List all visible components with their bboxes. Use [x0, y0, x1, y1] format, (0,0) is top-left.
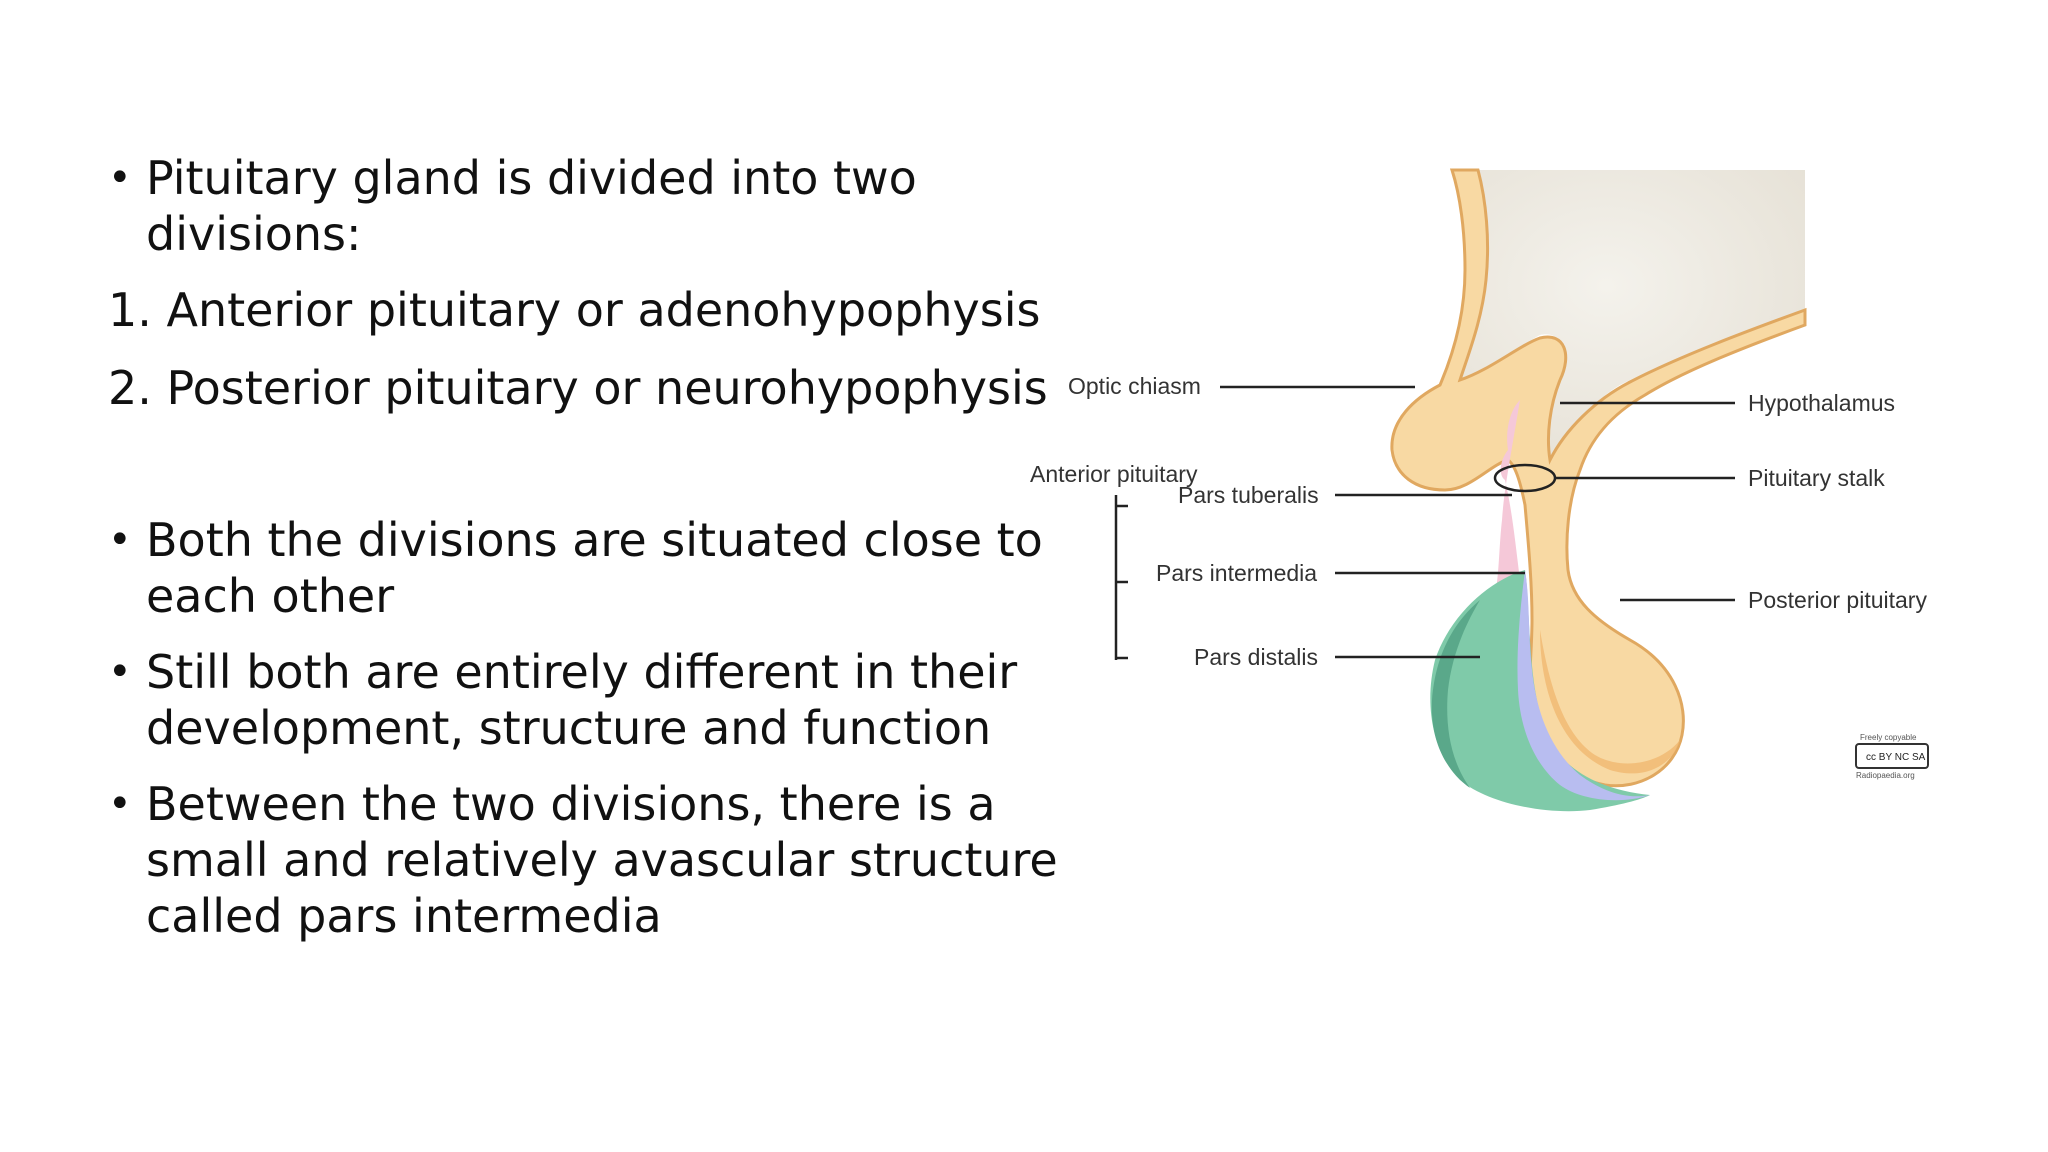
- pars-intermedia-region: [1517, 570, 1650, 801]
- anterior-pituitary-bracket: [1114, 495, 1128, 660]
- pars-distalis-region: [1430, 570, 1650, 812]
- bullet-item-divisions: • Pituitary gland is divided into two di…: [108, 150, 1068, 262]
- numbered-text: 1. Anterior pituitary or adenohypophysis: [108, 283, 1041, 337]
- text-column: • Pituitary gland is divided into two di…: [108, 150, 1068, 944]
- label-posterior-pituitary: Posterior pituitary: [1748, 587, 1927, 613]
- license-badge: Freely copyable cc BY NC SA Radiopaedia.…: [1855, 733, 1929, 780]
- bullet-dot: •: [108, 517, 132, 563]
- bullet-item-intermedia: • Between the two divisions, there is a …: [108, 776, 1068, 944]
- license-badge-text: cc BY NC SA: [1866, 752, 1926, 763]
- numbered-item-posterior: 2. Posterior pituitary or neurohypophysi…: [108, 360, 1068, 416]
- label-hypothalamus: Hypothalamus: [1748, 390, 1895, 416]
- bullet-dot: •: [108, 649, 132, 695]
- label-optic-chiasm: Optic chiasm: [1068, 373, 1201, 399]
- pars-tuberalis-region: [1490, 400, 1520, 615]
- pituitary-diagram-svg: Optic chiasm Hypothalamus Anterior pitui…: [1030, 168, 1929, 812]
- label-pars-intermedia: Pars intermedia: [1156, 560, 1317, 586]
- license-badge-top: Freely copyable: [1860, 733, 1917, 742]
- label-pars-tuberalis: Pars tuberalis: [1178, 482, 1319, 508]
- license-badge-box: [1855, 743, 1929, 769]
- label-pars-distalis: Pars distalis: [1194, 644, 1318, 670]
- bullet-text: Between the two divisions, there is a sm…: [146, 777, 1058, 943]
- bullet-text: Still both are entirely different in the…: [146, 645, 1018, 755]
- bullet-text: Pituitary gland is divided into two divi…: [146, 151, 917, 261]
- bullet-item-close: • Both the divisions are situated close …: [108, 512, 1068, 624]
- label-anterior-pituitary: Anterior pituitary: [1030, 461, 1198, 487]
- bullet-item-different: • Still both are entirely different in t…: [108, 644, 1068, 756]
- label-pituitary-stalk: Pituitary stalk: [1748, 465, 1885, 491]
- posterior-shading: [1540, 630, 1680, 774]
- bullet-dot: •: [108, 781, 132, 827]
- numbered-text: 2. Posterior pituitary or neurohypophysi…: [108, 361, 1048, 415]
- bullet-dot: •: [108, 155, 132, 201]
- license-badge-bottom: Radiopaedia.org: [1856, 771, 1915, 780]
- numbered-item-anterior: 1. Anterior pituitary or adenohypophysis: [108, 282, 1068, 338]
- hypothalamus-region: [1444, 170, 1805, 460]
- pituitary-diagram: Optic chiasm Hypothalamus Anterior pitui…: [1020, 160, 1980, 880]
- neural-tissue: [1390, 168, 1807, 788]
- bullet-text: Both the divisions are situated close to…: [146, 513, 1043, 623]
- pars-distalis-shadow: [1431, 600, 1480, 788]
